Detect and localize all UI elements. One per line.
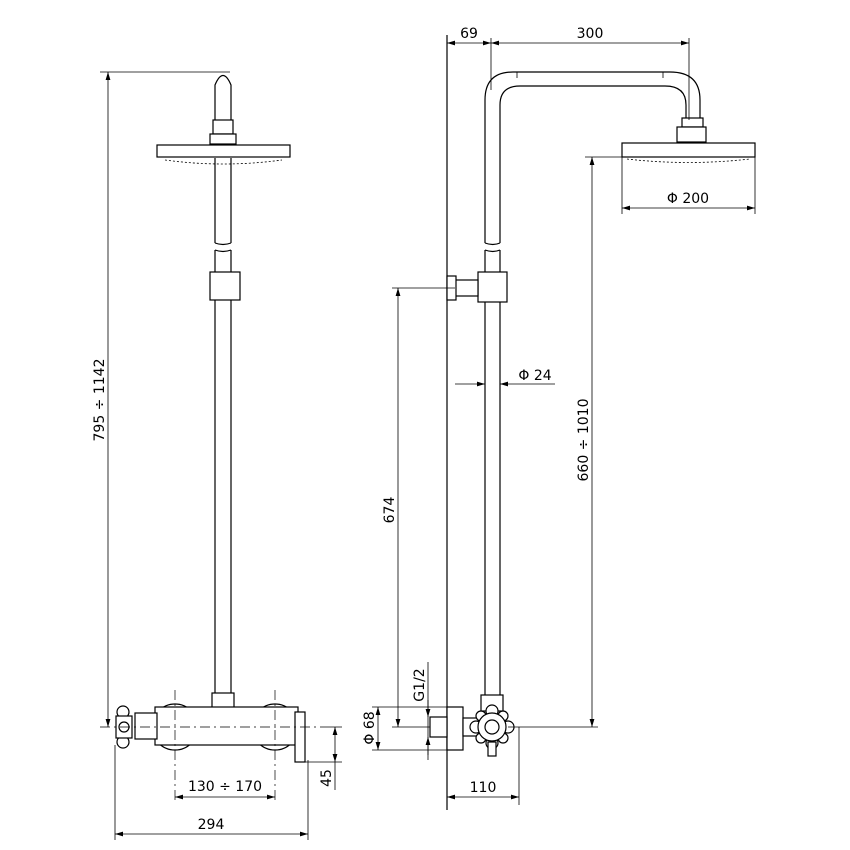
side-wall-flange (446, 706, 464, 751)
front-handle-stem (134, 712, 158, 740)
dim-mixer-projection: 110 (470, 780, 497, 796)
side-head-connector (676, 126, 707, 143)
front-pipe-lower (214, 250, 232, 700)
side-wall-bracket (454, 279, 479, 297)
side-riser-pipe (484, 250, 501, 700)
dim-outlet-drop: 45 (319, 769, 335, 787)
dim-overall-height: 795 ÷ 1142 (92, 359, 108, 442)
dim-thread: G1/2 (412, 668, 428, 701)
dim-head-diameter: Φ 200 (667, 191, 709, 207)
side-dimensions: 69 300 Φ 200 660 ÷ 1010 Φ 24 674 G1/2 Φ … (362, 26, 756, 805)
dim-arm-reach: 300 (577, 26, 604, 42)
front-dimensions: 795 ÷ 1142 130 ÷ 170 294 45 (92, 71, 342, 840)
side-head-nut (681, 117, 704, 128)
front-slider-bracket (209, 271, 241, 301)
side-view (429, 35, 756, 810)
side-inlet-thread (429, 716, 448, 738)
dim-pipe-diameter: Φ 24 (518, 368, 551, 384)
dim-valve-centers: 130 ÷ 170 (188, 779, 262, 795)
side-slider-bracket (477, 271, 508, 303)
side-shower-head (621, 142, 756, 158)
front-view (100, 74, 320, 800)
front-shower-head (156, 144, 291, 158)
dim-overall-width: 294 (198, 817, 225, 833)
front-mixer-body (154, 706, 299, 746)
front-arm-top (214, 74, 232, 128)
dim-wall-offset: 69 (460, 26, 478, 42)
dim-flange-diameter: Φ 68 (362, 711, 378, 744)
front-pipe-upper (214, 158, 232, 243)
front-head-nut (212, 119, 234, 135)
front-outlet (294, 711, 306, 763)
dim-bracket-height: 674 (382, 497, 398, 524)
front-head-connector (209, 133, 237, 145)
side-cross-handle[interactable] (469, 704, 515, 757)
dim-head-height: 660 ÷ 1010 (576, 399, 592, 482)
side-shower-arm (484, 71, 701, 243)
